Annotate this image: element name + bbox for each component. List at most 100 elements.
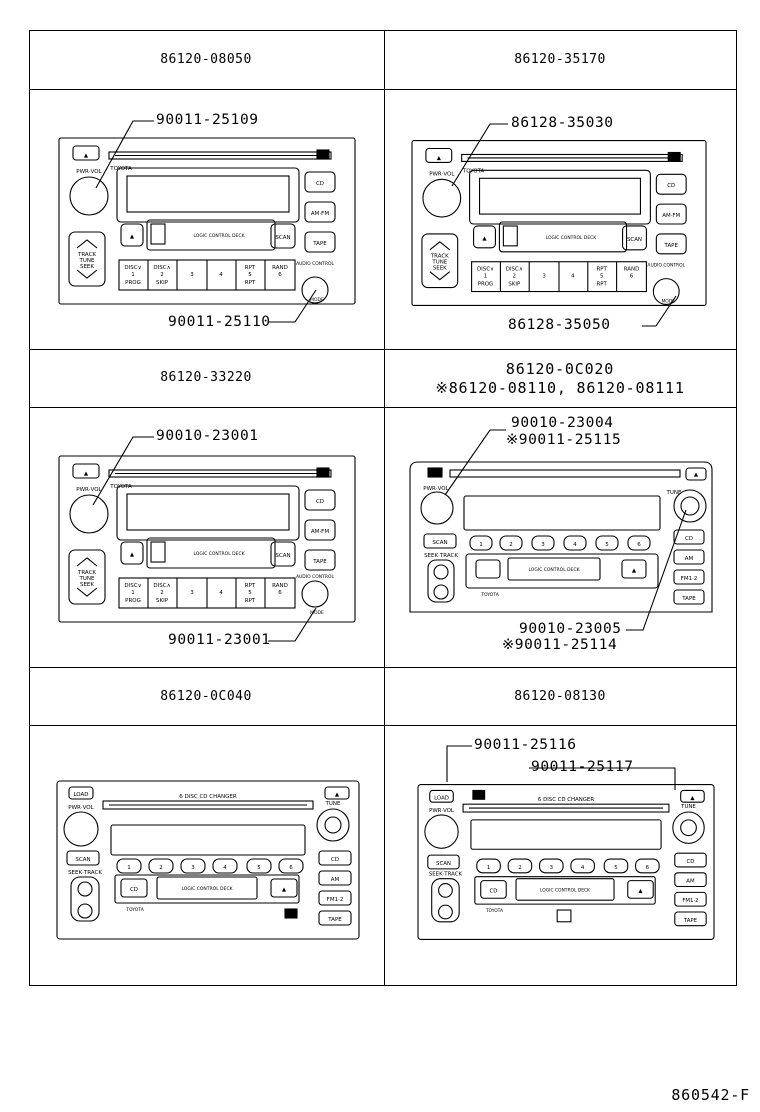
callout-knob: 90011-25116 <box>474 737 577 753</box>
preset-button-5 <box>595 535 619 551</box>
callout-knob: 90010-23004 <box>511 415 614 431</box>
am-fm-button <box>304 201 336 223</box>
svg-text:RAND: RAND <box>272 583 288 589</box>
cassette-door <box>465 553 659 589</box>
track-tune-seek-button <box>68 231 106 287</box>
svg-text:SKIP: SKIP <box>156 598 169 604</box>
svg-text:TRACK: TRACK <box>430 254 449 260</box>
svg-text:2: 2 <box>513 274 516 280</box>
svg-text:FM1·2: FM1·2 <box>327 897 344 903</box>
svg-text:▲: ▲ <box>282 887 287 893</box>
svg-text:PWR·VOL: PWR·VOL <box>429 171 455 177</box>
svg-text:SEEK: SEEK <box>433 266 447 272</box>
cd-button <box>674 852 707 868</box>
row-divider <box>30 349 736 350</box>
preset-button-5 <box>246 858 272 874</box>
svg-text:CD: CD <box>685 536 693 542</box>
callout-knob: 90011-25110 <box>168 314 271 330</box>
row-divider <box>30 725 736 726</box>
svg-text:TUNE: TUNE <box>325 801 341 807</box>
load-button <box>429 789 454 803</box>
svg-text:AUDIO CONTROL: AUDIO CONTROL <box>647 263 685 269</box>
svg-text:SKIP: SKIP <box>156 280 169 286</box>
svg-text:3: 3 <box>190 272 194 278</box>
svg-text:CD: CD <box>130 887 138 893</box>
am-fm-button <box>304 519 336 541</box>
am-button <box>674 872 707 888</box>
svg-text:DISC∧: DISC∧ <box>153 265 170 271</box>
svg-text:▲: ▲ <box>84 153 89 159</box>
svg-text:CD: CD <box>490 888 498 894</box>
cassette-door <box>474 876 656 905</box>
track-tune-seek-button <box>68 549 106 605</box>
cassette-eject-button <box>120 223 144 247</box>
svg-text:PWR·VOL: PWR·VOL <box>429 808 454 814</box>
pwr-vol-knob <box>422 178 462 218</box>
audio-control-knob <box>301 580 329 608</box>
preset-button-2 <box>507 858 533 874</box>
svg-text:5: 5 <box>248 272 252 278</box>
preset-button-2 <box>499 535 523 551</box>
preset-button-4 <box>570 858 595 874</box>
callout-knob: 90010-23005 <box>519 621 622 637</box>
svg-text:4: 4 <box>219 272 223 278</box>
svg-text:AM·FM: AM·FM <box>311 529 329 535</box>
svg-text:RPT: RPT <box>245 280 256 286</box>
svg-text:DISC∨: DISC∨ <box>124 265 141 271</box>
cd-button <box>318 850 352 866</box>
display-panel <box>469 169 651 225</box>
scan-button <box>270 223 296 249</box>
radio-unit-preset: PWR·VOL TUNE ▲ SCAN SEEK·TRACK 1 2 3 4 5… <box>409 461 713 613</box>
svg-text:SEEK·TRACK: SEEK·TRACK <box>68 870 102 876</box>
svg-text:CD: CD <box>667 183 675 189</box>
svg-text:TAPE: TAPE <box>681 596 696 602</box>
part-number-header: 86120-08050 <box>160 52 252 67</box>
audio-control-knob <box>301 276 329 304</box>
radio-unit-changer: LOAD ▲ 6 DISC CD CHANGER PWR·VOL TUNE SC… <box>56 780 360 940</box>
svg-text:FM1·2: FM1·2 <box>682 898 698 904</box>
eject-button <box>680 789 705 803</box>
svg-text:RPT: RPT <box>245 598 256 604</box>
svg-text:SEEK: SEEK <box>80 582 94 588</box>
pwr-vol-knob <box>69 494 109 534</box>
preset-button-4 <box>563 535 587 551</box>
svg-text:PWR·VOL: PWR·VOL <box>68 805 94 811</box>
svg-text:TOYOTA: TOYOTA <box>485 908 503 914</box>
svg-text:SCAN: SCAN <box>436 861 451 867</box>
callout-knob: 90010-23001 <box>156 428 259 444</box>
svg-text:MODE: MODE <box>310 610 324 616</box>
scan-button <box>270 541 296 567</box>
preset-button-6 <box>627 535 651 551</box>
row-divider <box>30 89 736 90</box>
fm12-button <box>318 890 352 906</box>
svg-text:CD: CD <box>316 499 324 505</box>
scan-button <box>66 850 100 866</box>
cd-button <box>673 529 705 545</box>
cd-button <box>655 173 687 195</box>
fm12-button <box>674 891 707 907</box>
svg-text:2: 2 <box>518 865 521 871</box>
svg-text:TAPE: TAPE <box>664 243 679 249</box>
display-panel <box>116 485 300 541</box>
svg-text:4: 4 <box>573 542 577 548</box>
svg-text:TUNE: TUNE <box>680 804 696 810</box>
svg-text:3: 3 <box>550 865 553 871</box>
preset-button-3 <box>538 858 564 874</box>
radio-unit-cassette: ▲ TOYOTA PWR·VOL CD AM·FM TAPE ▲ LOGIC C… <box>58 137 356 305</box>
preset-button-1 <box>476 858 501 874</box>
row-divider <box>30 667 736 668</box>
column-divider <box>384 31 385 985</box>
fm12-button <box>673 569 705 585</box>
svg-text:6: 6 <box>637 542 641 548</box>
part-number-header: 86120-0C020 <box>505 360 615 378</box>
parts-table <box>29 30 737 986</box>
svg-text:▲: ▲ <box>690 795 695 801</box>
svg-text:4: 4 <box>581 865 585 871</box>
svg-text:6: 6 <box>278 272 282 278</box>
audio-control-knob <box>652 278 680 305</box>
svg-text:LOGIC CONTROL DECK: LOGIC CONTROL DECK <box>540 887 590 893</box>
svg-text:2: 2 <box>160 590 164 596</box>
radio-unit-changer: LOAD ▲ 6 DISC CD CHANGER PWR·VOL TUNE SC… <box>417 784 715 940</box>
svg-text:▲: ▲ <box>638 888 643 894</box>
part-number-header: 86120-35170 <box>514 52 606 67</box>
